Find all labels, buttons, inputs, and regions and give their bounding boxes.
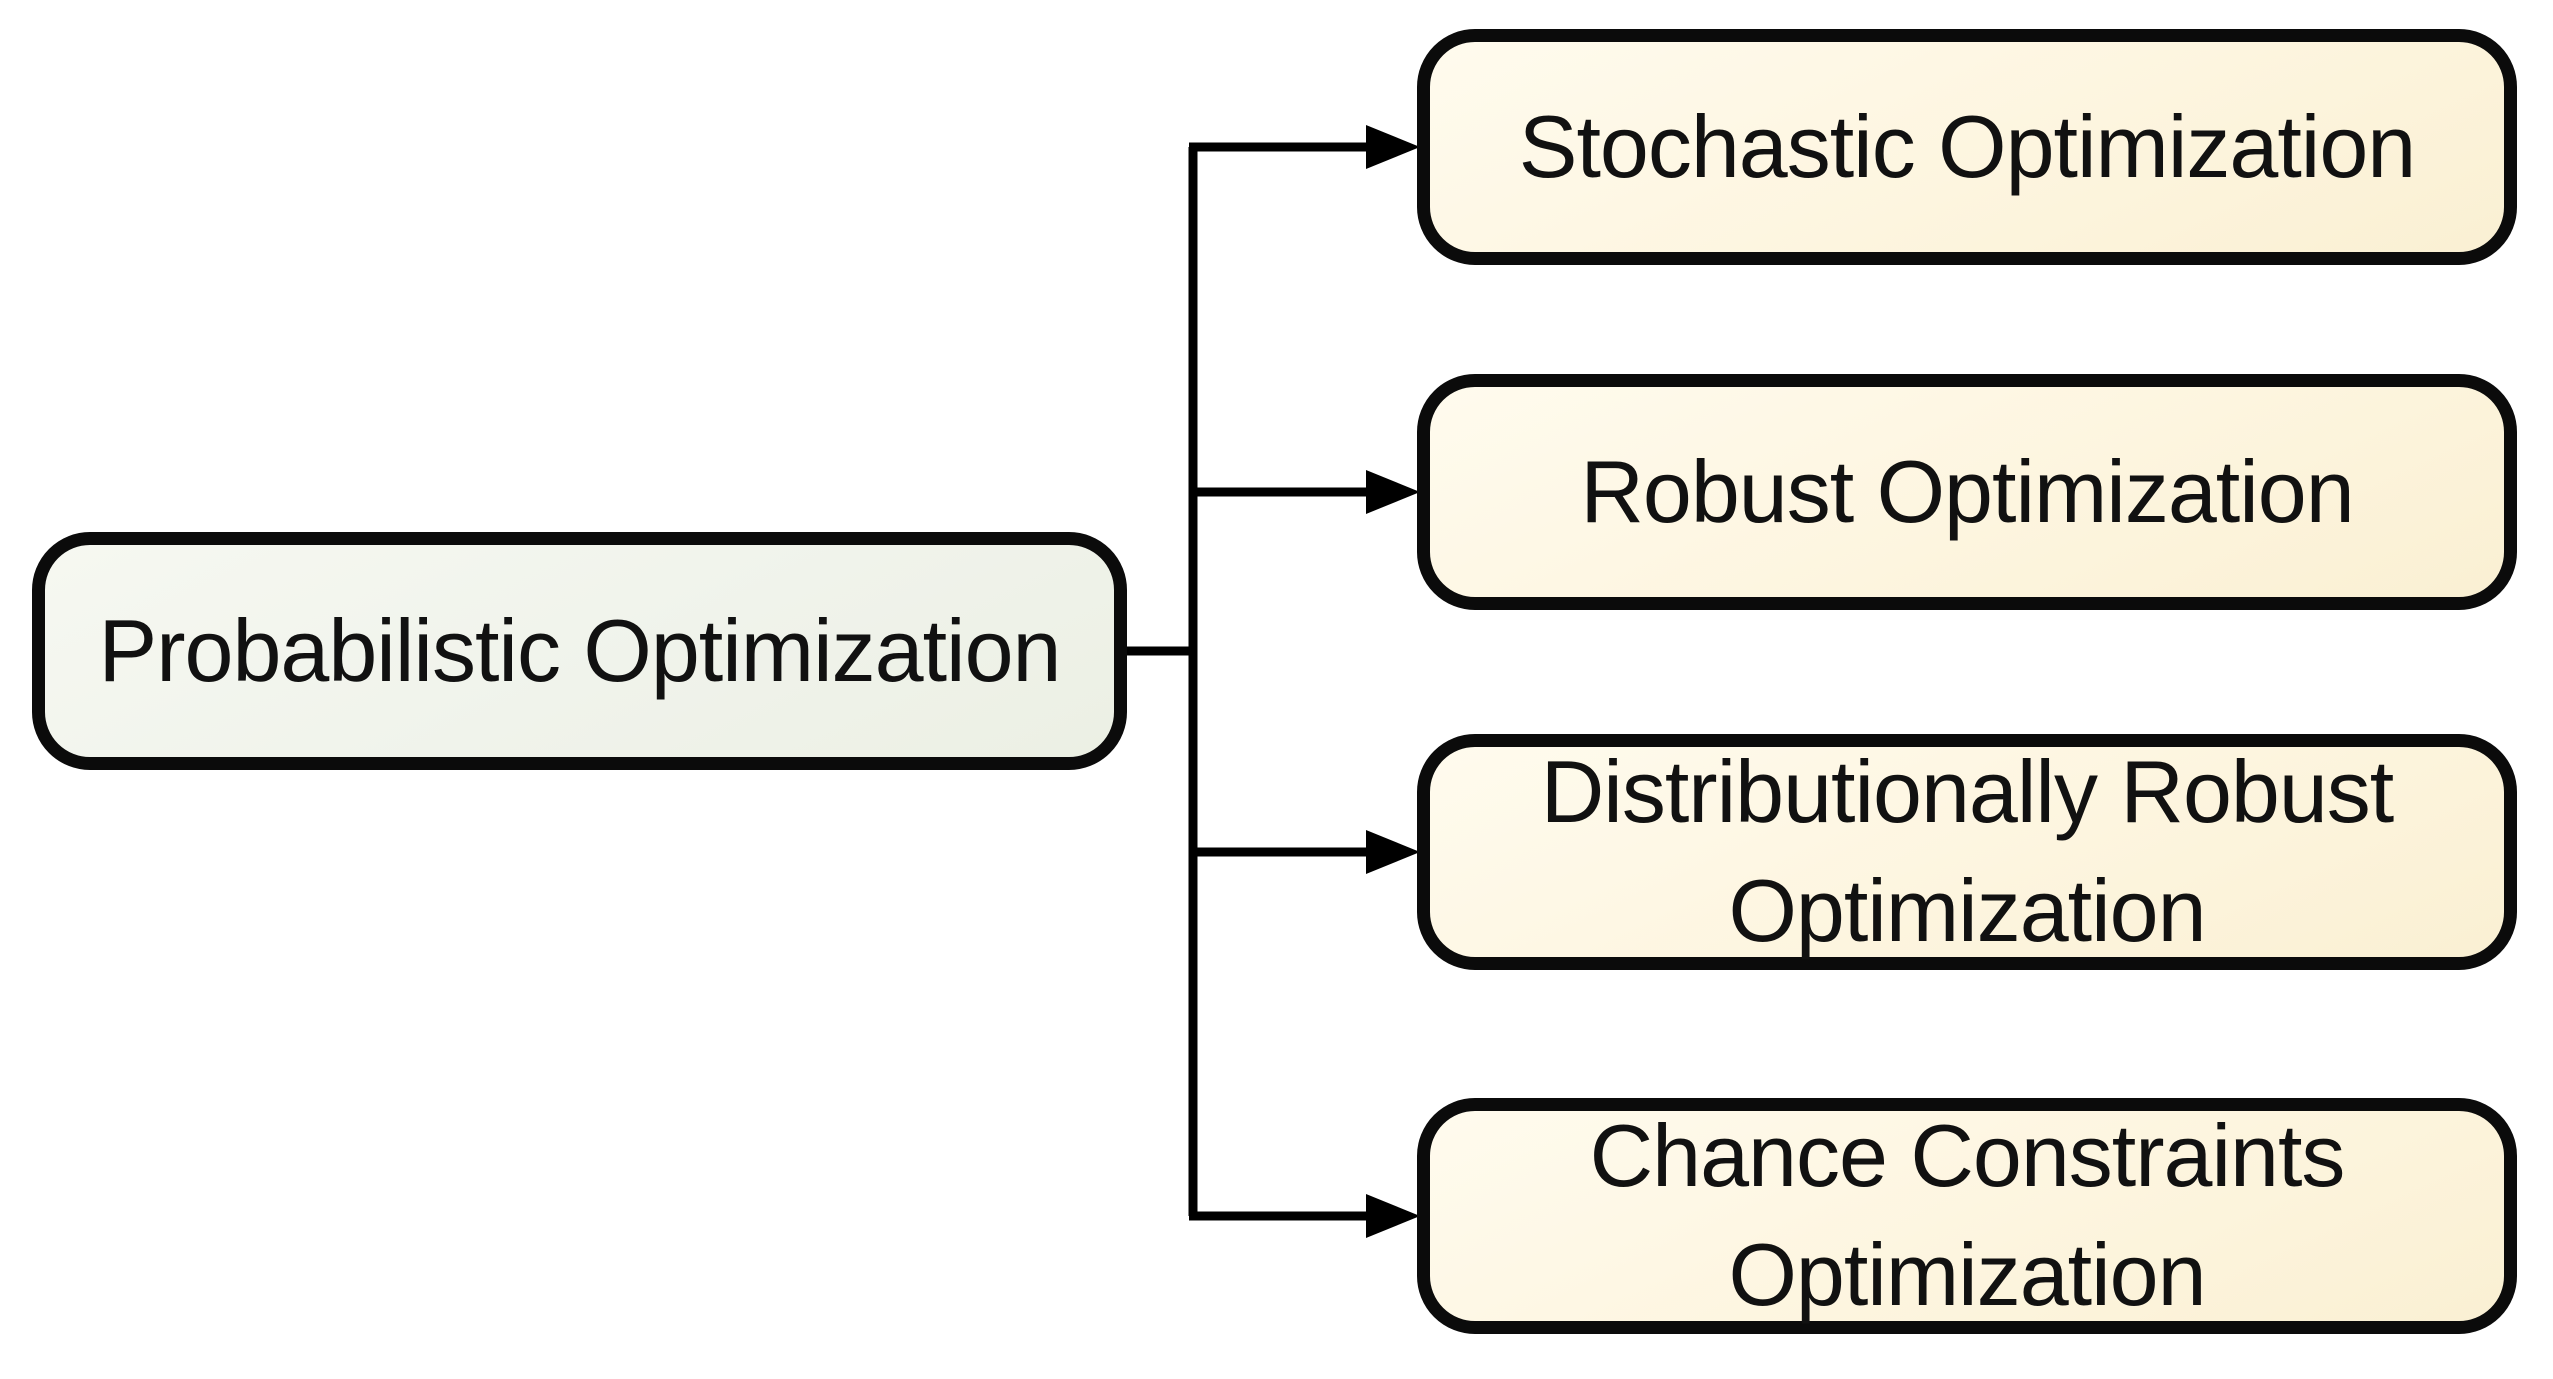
arrowhead-icon — [1366, 470, 1420, 514]
node-label: Chance Constraints Optimization — [1589, 1106, 2346, 1324]
node-stochastic-optimization: Stochastic Optimization — [1417, 29, 2517, 265]
node-label: Stochastic Optimization — [1518, 96, 2416, 196]
node-label: Distributionally Robust Optimization — [1540, 742, 2394, 960]
node-label: Robust Optimization — [1580, 441, 2354, 541]
node-chance-constraints-optimization: Chance Constraints Optimization — [1417, 1098, 2517, 1334]
node-distributionally-robust-optimization: Distributionally Robust Optimization — [1417, 734, 2517, 970]
node-robust-optimization: Robust Optimization — [1417, 374, 2517, 610]
node-probabilistic-optimization: Probabilistic Optimization — [32, 532, 1127, 770]
arrowhead-icon — [1366, 1194, 1420, 1238]
arrowhead-icon — [1366, 830, 1420, 874]
arrowhead-icon — [1366, 125, 1420, 169]
node-label: Probabilistic Optimization — [98, 600, 1062, 700]
